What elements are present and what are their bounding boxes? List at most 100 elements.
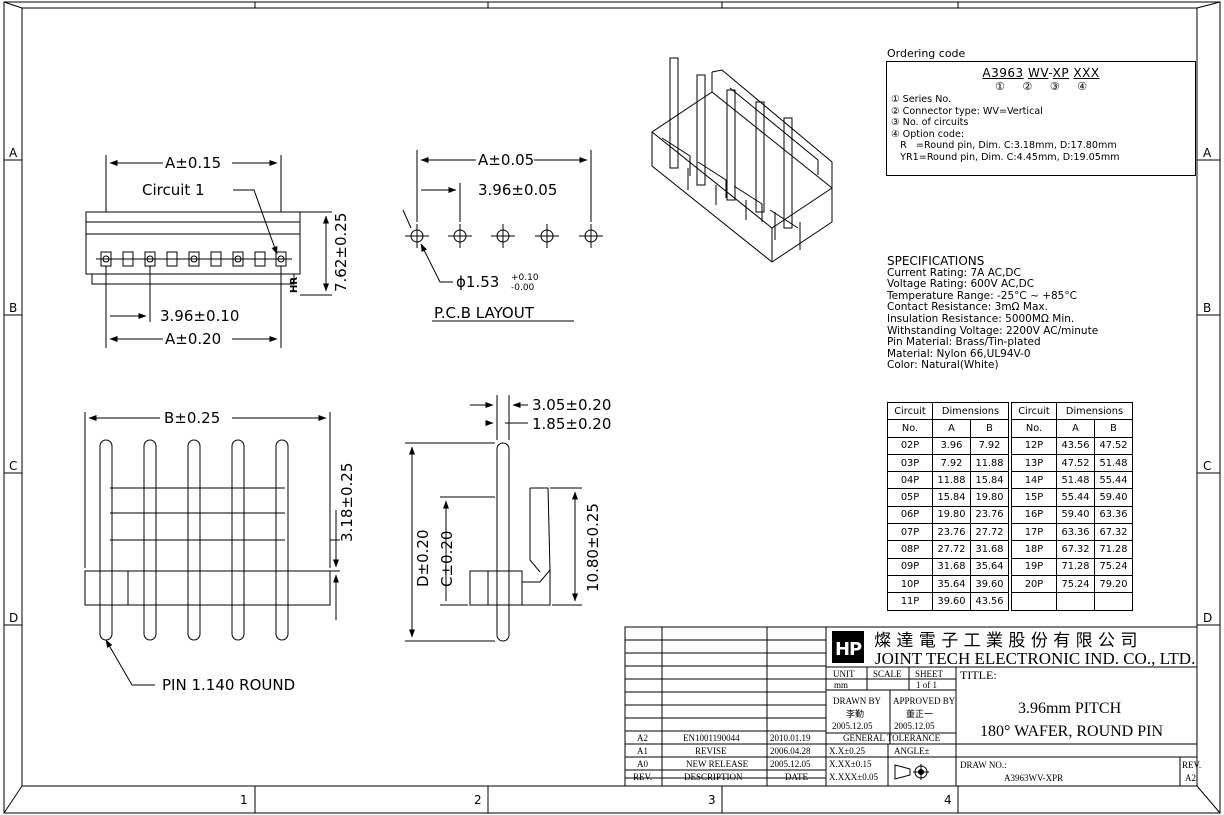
front-dim-pitch: 3.96±0.10	[160, 307, 239, 325]
bottom-dim-b: B±0.25	[164, 409, 220, 427]
projection-symbol-icon	[894, 764, 929, 780]
zone-letter-a-left: A	[9, 146, 18, 160]
company-name-cn: 燦 達 電 子 工 業 股 份 有 限 公 司	[874, 631, 1137, 651]
zone-letter-d-right: D	[1203, 611, 1212, 625]
drawn-date: 2005.12.05	[832, 721, 873, 731]
table-cell-circuit-no: 19P	[1011, 557, 1057, 576]
table-cell-circuit-no: 02P	[887, 436, 933, 455]
code-circuits: XP	[1052, 66, 1070, 80]
rev-row-a0-desc: NEW RELEASE	[686, 759, 749, 769]
ordering-line: ① Series No.	[891, 94, 952, 105]
table-cell-dim-a: 35.64	[932, 574, 971, 594]
angle-label: ANGLE±	[894, 746, 929, 756]
draw-no: A3963WV-XPR	[1004, 773, 1063, 783]
table-cell-circuit-no: 17P	[1011, 523, 1057, 542]
title-block	[624, 626, 1198, 787]
table-cell-dim-b: 39.60	[970, 574, 1009, 594]
table-cell-dim-a: 19.80	[932, 505, 971, 525]
zone-labels: A B C D A B C D 1 2 3 4	[9, 146, 1212, 807]
table-cell-circuit-no: 15P	[1011, 488, 1057, 507]
svg-text:H: H	[835, 639, 850, 660]
table-cell-dim-a: 31.68	[932, 557, 971, 576]
rev-col-rev: REV.	[633, 772, 652, 782]
spec-line: Contact Resistance: 3mΩ Max.	[887, 301, 1048, 314]
table-cell-circuit-no: 10P	[887, 574, 933, 594]
table-cell-circuit-no: 06P	[887, 505, 933, 525]
unit-label: UNIT	[833, 669, 855, 679]
pcb-hole-dia: ϕ1.53	[456, 273, 499, 291]
zone-letter-a-right: A	[1203, 146, 1212, 160]
front-dim-a-top: A±0.15	[165, 154, 221, 172]
title-line-1: 3.96mm PITCH	[1018, 700, 1122, 717]
table-cell-dim-b: 55.44	[1094, 471, 1133, 490]
side-view	[405, 395, 582, 642]
table-cell-dim-b: 71.28	[1094, 540, 1133, 559]
table-cell-dim-b: 63.36	[1094, 505, 1133, 525]
table-cell-dim-b: 67.32	[1094, 523, 1133, 542]
spec-line: Withstanding Voltage: 2200V AC/minute	[887, 324, 1099, 337]
rev-col-date: DATE	[785, 772, 808, 782]
table-header-dimensions: Dimensions	[1056, 401, 1133, 421]
tol-1: X.X±0.25	[829, 746, 865, 756]
ordering-code: A3963 WV-XP XXX	[887, 66, 1195, 80]
table-cell-dim-a: 47.52	[1056, 453, 1095, 473]
spec-line: Material: Nylon 66,UL94V-0	[887, 347, 1031, 360]
rev-row-a2-date: 2010.01.19	[770, 733, 811, 743]
table-cell-circuit-no: 07P	[887, 523, 933, 542]
table-cell-dim-a: 27.72	[932, 540, 971, 559]
zone-number-2: 2	[474, 793, 482, 807]
code-separator: -	[1048, 66, 1053, 80]
table-cell-dim-b: 27.72	[970, 523, 1009, 542]
front-hr-logo: HR	[289, 277, 300, 293]
table-cell-circuit-no	[1011, 592, 1057, 611]
table-header-no: No.	[887, 419, 933, 438]
table-cell-dim-b: 59.40	[1094, 488, 1133, 507]
pcb-layout-title: P.C.B LAYOUT	[434, 304, 535, 322]
side-dim-1080: 10.80±0.25	[584, 503, 602, 592]
spec-line: Pin Material: Brass/Tin-plated	[887, 336, 1041, 349]
table-cell-dim-b: 19.80	[970, 488, 1009, 507]
zone-letter-c-right: C	[1203, 459, 1211, 473]
table-cell-dim-a: 7.92	[932, 453, 971, 473]
table-cell-dim-b: 79.20	[1094, 574, 1133, 594]
svg-text:P: P	[849, 639, 862, 660]
table-cell-dim-b: 43.56	[970, 592, 1009, 611]
code-option: XXX	[1073, 66, 1100, 80]
zone-number-1: 1	[240, 793, 248, 807]
table-cell-circuit-no: 08P	[887, 540, 933, 559]
drawn-by-label: DRAWN BY	[833, 696, 882, 706]
approved-by-label: APPROVED BY	[893, 696, 956, 706]
unit-value: mm	[834, 680, 848, 690]
table-cell-dim-b: 7.92	[970, 436, 1009, 455]
table-cell-circuit-no: 04P	[887, 471, 933, 490]
table-cell-dim-a: 55.44	[1056, 488, 1095, 507]
table-header-dimensions: Dimensions	[932, 401, 1009, 421]
pcb-hole-tol-plus: +0.10	[511, 273, 539, 283]
table-cell-dim-a: 63.36	[1056, 523, 1095, 542]
rev-value: A2	[1185, 773, 1196, 783]
table-header-b: B	[970, 419, 1009, 438]
spec-line: Voltage Rating: 600V AC,DC	[887, 278, 1035, 291]
zone-letter-b-right: B	[1203, 301, 1211, 315]
spec-line: Temperature Range: -25°C ~ +85°C	[887, 289, 1077, 302]
dimension-table: Circuit Dimensions Circuit Dimensions No…	[887, 401, 1133, 611]
ordering-line: ③ No. of circuits	[891, 117, 969, 129]
side-dim-185: 1.85±0.20	[532, 415, 611, 433]
rev-row-a0-rev: A0	[637, 759, 648, 769]
title-label: TITLE:	[960, 668, 997, 682]
rev-row-a2-rev: A2	[637, 733, 648, 743]
table-cell-dim-a: 3.96	[932, 436, 971, 455]
ordering-line: ④ Option code:	[891, 128, 965, 140]
front-dim-height: 7.62±0.25	[332, 213, 350, 292]
ordering-line: YR1=Round pin, Dim. C:4.45mm, D:19.05mm	[891, 151, 1120, 163]
table-cell-circuit-no: 12P	[1011, 436, 1057, 455]
code-series: A3963	[982, 66, 1024, 80]
rev-row-a1-date: 2006.04.28	[770, 746, 811, 756]
rev-row-a1-desc: REVISE	[695, 746, 727, 756]
